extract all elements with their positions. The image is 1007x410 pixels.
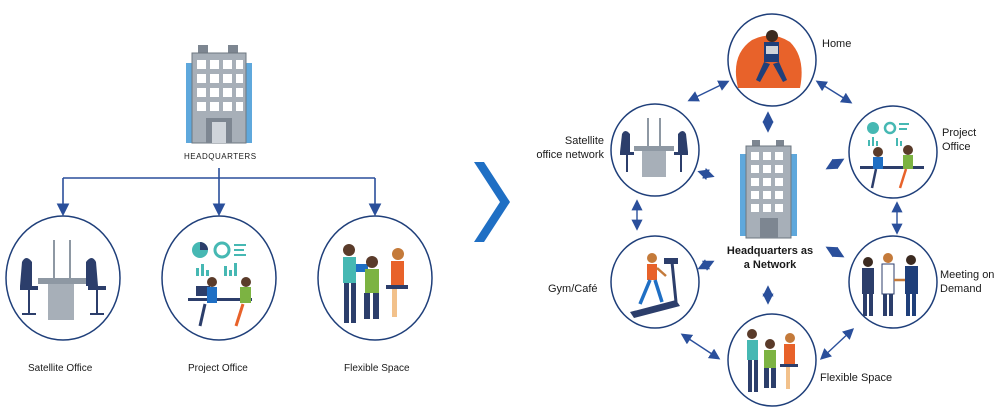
flexible-space-label: Flexible Space xyxy=(344,363,410,374)
hq-network-label: Headquarters as a Network xyxy=(712,244,828,272)
gym-treadmill-icon xyxy=(630,253,680,318)
satellite-desk-icon xyxy=(20,240,106,320)
meeting-line2: Demand xyxy=(940,283,982,295)
home-beanbag-icon xyxy=(735,30,802,88)
tree-connectors xyxy=(56,168,382,217)
hq-network-line2: a Network xyxy=(743,259,797,271)
network-arrows xyxy=(631,80,903,360)
hq-building-left xyxy=(186,45,252,144)
gym-label: Gym/Café xyxy=(548,283,598,295)
meeting-label: Meeting on Demand xyxy=(940,268,994,296)
meeting-line1: Meeting on xyxy=(940,269,995,281)
satellite-net-desk-icon xyxy=(620,118,688,177)
flexible-space-icon xyxy=(343,244,408,323)
home-label: Home xyxy=(822,38,852,50)
meeting-handshake-icon xyxy=(862,253,918,316)
hq-building-network xyxy=(740,140,797,239)
satellite-net-label: Satellite office network xyxy=(528,134,604,162)
flexible-net-icon xyxy=(747,329,798,392)
project-office-net-line2: Office xyxy=(942,141,971,153)
hq-caption: HEADQUARTERS xyxy=(184,152,257,161)
project-office-net-circle xyxy=(848,105,938,199)
project-office-circle xyxy=(161,215,277,341)
chevron-right-icon xyxy=(474,162,510,242)
satellite-net-line1: Satellite xyxy=(564,135,604,147)
project-office-icon xyxy=(188,241,252,327)
project-office-net-icon xyxy=(860,121,924,189)
project-office-label: Project Office xyxy=(188,363,248,374)
flexible-net-label: Flexible Space xyxy=(820,372,893,384)
project-office-net-line1: Project xyxy=(942,127,977,139)
project-office-net-label: Project Office xyxy=(942,126,976,154)
hq-network-line1: Headquarters as xyxy=(726,245,814,257)
satellite-office-label: Satellite Office xyxy=(28,363,93,374)
satellite-net-line2: office network xyxy=(536,149,604,161)
